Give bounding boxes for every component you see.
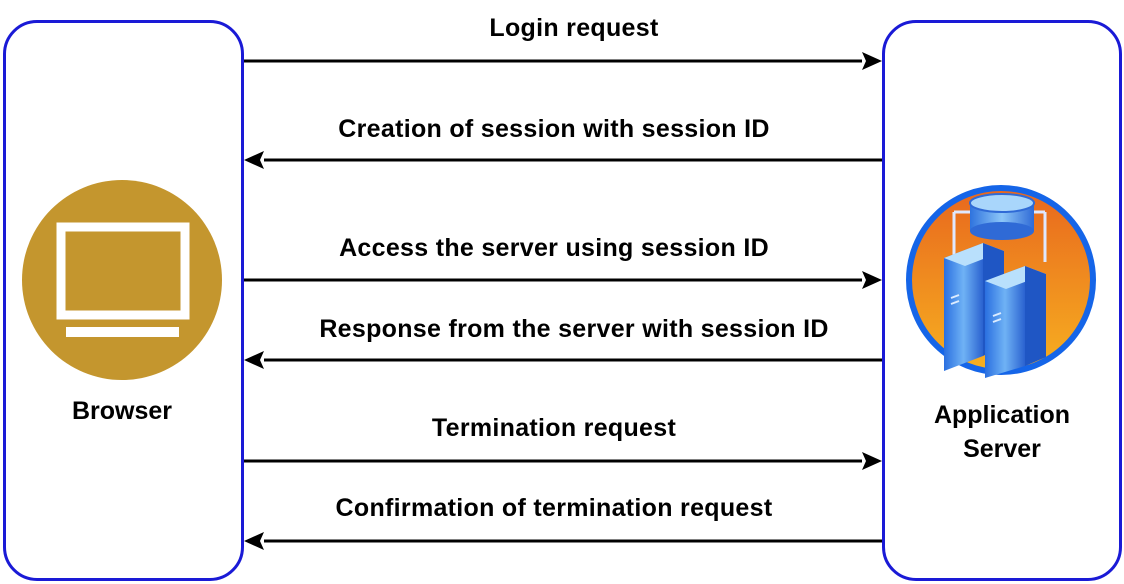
- message-arrowhead: [244, 151, 264, 169]
- message-arrowhead: [862, 52, 882, 70]
- message-arrowhead: [244, 351, 264, 369]
- message-label-confirmation: Confirmation of termination request: [335, 494, 773, 522]
- message-arrowhead: [244, 532, 264, 550]
- message-label-termination: Termination request: [431, 414, 677, 442]
- message-label-response: Response from the server with session ID: [319, 315, 829, 343]
- monitor-icon: [22, 180, 222, 380]
- message-label-access: Access the server using session ID: [339, 234, 769, 262]
- message-arrowhead: [862, 452, 882, 470]
- server-icon: [906, 185, 1096, 378]
- browser-label: Browser: [71, 397, 173, 425]
- message-label-login: Login request: [489, 14, 659, 42]
- message-label-session-creation: Creation of session with session ID: [338, 115, 770, 143]
- server-label-line2: Server: [963, 435, 1041, 463]
- server-label-line1: Application: [933, 401, 1071, 429]
- message-arrowhead: [862, 271, 882, 289]
